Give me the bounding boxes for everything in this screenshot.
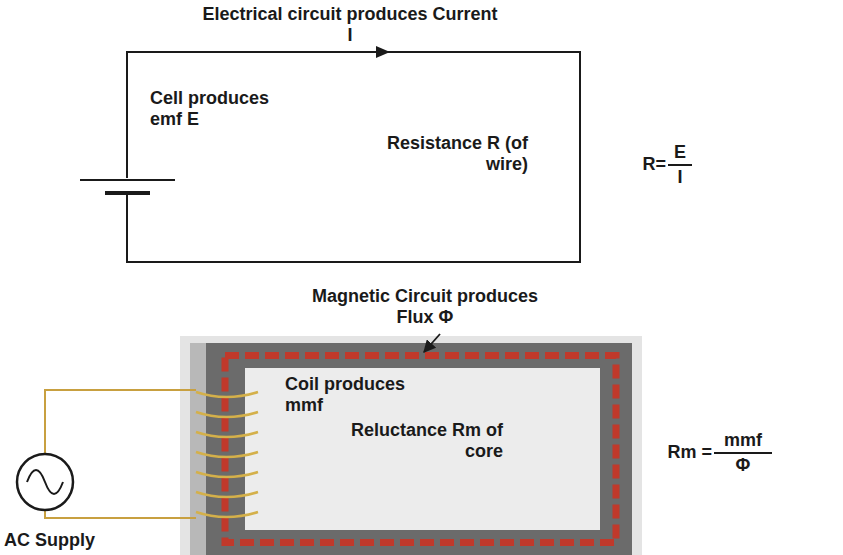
fraction-bar	[714, 452, 772, 454]
resistance-label: Resistance R (of wire)	[378, 133, 528, 175]
ac-source	[17, 454, 73, 510]
leader-arrow	[424, 334, 440, 352]
sine-symbol	[27, 470, 63, 494]
magnetic-title: Magnetic Circuit produces Flux Φ	[310, 286, 540, 328]
coil-turn	[196, 412, 258, 417]
fraction-bar	[668, 164, 692, 166]
formula-numerator: mmf	[713, 430, 773, 451]
cell-long-plate	[80, 179, 175, 181]
formula-symbol: R=	[618, 154, 666, 175]
circuit-wire	[126, 193, 128, 198]
flux-path	[225, 356, 616, 543]
core-ground	[180, 336, 642, 555]
coil-turn	[196, 492, 258, 497]
coil-turn	[196, 392, 258, 397]
cell-label: Cell produces emf E	[150, 88, 305, 130]
reluctance-label: Reluctance Rm of core	[345, 420, 503, 462]
formula-numerator: E	[665, 142, 695, 163]
supply-wire	[45, 390, 196, 454]
circuit-title: Electrical circuit produces Current I	[200, 4, 500, 46]
coil-turn	[196, 432, 258, 437]
supply-label: AC Supply	[4, 530, 134, 551]
coil-turn	[196, 452, 258, 457]
current-arrowhead	[376, 46, 390, 58]
supply-wire	[45, 510, 196, 518]
coil-turn	[196, 472, 258, 477]
coil	[196, 392, 258, 517]
formula-symbol: Rm =	[648, 442, 712, 463]
core-window	[245, 368, 600, 530]
magnetic-core	[190, 343, 632, 555]
coil-turn	[196, 512, 258, 517]
circuit-wire	[127, 52, 580, 262]
coil-label: Coil produces mmf	[285, 374, 435, 416]
formula-denominator: I	[665, 167, 695, 188]
formula-denominator: Φ	[713, 455, 773, 476]
core-face	[190, 343, 206, 555]
